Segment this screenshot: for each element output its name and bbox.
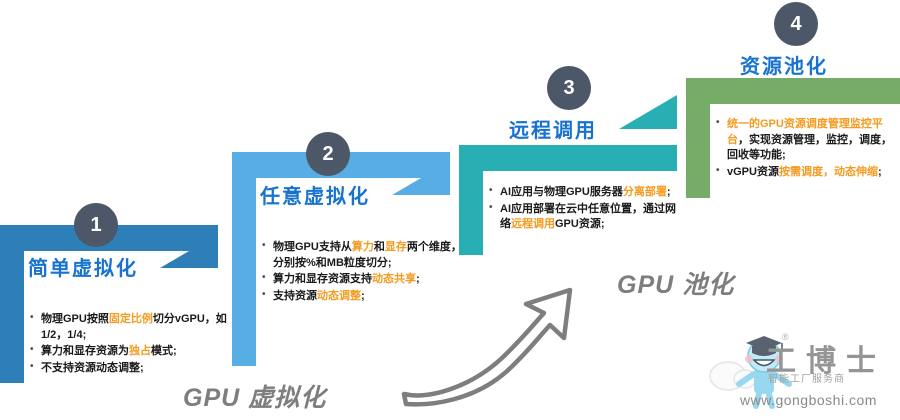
- step-3-badge: 3: [547, 66, 591, 110]
- bullet-item: vGPU资源按需调度，动态伸缩;: [716, 164, 900, 181]
- bullet-text: GPU资源;: [555, 218, 605, 231]
- bullet-item: 支持资源动态调整;: [262, 288, 462, 305]
- bullet-text: 和: [373, 241, 385, 253]
- bullet-item: 物理GPU支持从算力和显存两个维度，分别按%和MB粒度切分;: [262, 239, 462, 271]
- step-2-number: 2: [322, 143, 334, 165]
- bullet-text: vGPU资源: [727, 165, 779, 178]
- bullet-text: AI应用部署在云中任意位置，通过网络: [500, 202, 676, 231]
- step-1-number: 1: [90, 214, 102, 236]
- bullet-highlight: 算力: [351, 241, 374, 253]
- bullet-text: 两个维度，分别按%和MB粒度切分;: [273, 241, 462, 269]
- brand-tagline: 智能工厂服务商: [768, 374, 845, 385]
- bullet-text: 算力和显存资源支持: [273, 273, 372, 286]
- step-2: [232, 152, 462, 367]
- bullet-highlight: 动态调整: [317, 289, 361, 302]
- bullet-item: AI应用部署在云中任意位置，通过网络远程调用GPU资源;: [489, 201, 685, 233]
- bullet-text: ，实现资源管理，监控，调度，回收等功能;: [727, 133, 892, 162]
- bullet-highlight: 动态共享: [372, 273, 416, 286]
- registered-mark: ®: [782, 332, 789, 342]
- step-3-number: 3: [563, 77, 575, 99]
- bullet-text: AI应用与物理GPU服务器: [500, 186, 623, 198]
- bullet-text: ;: [877, 165, 882, 178]
- step-1-title: 简单虚拟化: [28, 258, 138, 280]
- brand-name-cn: 工博士: [766, 345, 886, 378]
- bullet-highlight: 独占: [129, 345, 151, 358]
- growth-arrow: [401, 287, 573, 407]
- bullet-text: 物理GPU按照: [41, 313, 109, 325]
- step-4-number: 4: [790, 13, 802, 35]
- step-4-top-bar: [686, 78, 900, 104]
- step-3-bullets: AI应用与物理GPU服务器分离部署;AI应用部署在云中任意位置，通过网络远程调用…: [489, 184, 685, 234]
- bullet-highlight: 统一的GPU资源调度管理监控平台: [727, 118, 883, 146]
- bullet-item: 统一的GPU资源调度管理监控平台，实现资源管理，监控，调度，回收等功能;: [716, 116, 900, 164]
- step-1-bullets: 物理GPU按照固定比例切分vGPU，如1/2，1/4;算力和显存资源为独占模式;…: [30, 311, 230, 377]
- bullet-text: 算力和显存资源为: [41, 345, 129, 358]
- step-3-title: 远程调用: [509, 120, 597, 142]
- step-2-title: 任意虚拟化: [260, 186, 370, 208]
- step-1-bullet-list: 物理GPU按照固定比例切分vGPU，如1/2，1/4;算力和显存资源为独占模式;…: [30, 311, 230, 377]
- bullet-text: ;: [666, 186, 671, 198]
- bullet-text: ;: [416, 273, 420, 286]
- step-1-badge: 1: [74, 203, 118, 247]
- step-4-bullets: 统一的GPU资源调度管理监控平台，实现资源管理，监控，调度，回收等功能;vGPU…: [716, 116, 900, 181]
- step-3-bullet-list: AI应用与物理GPU服务器分离部署;AI应用部署在云中任意位置，通过网络远程调用…: [489, 184, 685, 233]
- step-3-ramp: [619, 95, 677, 129]
- bullet-item: 物理GPU按照固定比例切分vGPU，如1/2，1/4;: [30, 311, 230, 343]
- step-4-bullet-list: 统一的GPU资源调度管理监控平台，实现资源管理，监控，调度，回收等功能;vGPU…: [716, 116, 900, 181]
- step-1-ramp: [160, 234, 218, 268]
- bullet-highlight: 固定比例: [108, 313, 153, 325]
- step-4: [686, 78, 900, 198]
- step-4-left-bar: [686, 104, 710, 198]
- step-4-badge: 4: [774, 2, 818, 46]
- brand-url[interactable]: www.gongboshi.com: [740, 392, 877, 408]
- bullet-text: 切分vGPU，如1/2，1/4;: [41, 313, 227, 341]
- mascot-icon: [709, 336, 792, 409]
- bullet-item: 算力和显存资源支持动态共享;: [262, 271, 462, 288]
- bullet-highlight: 远程调用: [511, 218, 555, 231]
- bullet-highlight: 按需调度，动态伸缩: [778, 165, 878, 178]
- bullet-text: 模式;: [151, 345, 177, 358]
- bullet-item: 算力和显存资源为独占模式;: [30, 343, 230, 360]
- caption-gpu-virtualization: GPU 虚拟化: [183, 384, 327, 412]
- step-2-ramp: [392, 161, 450, 195]
- bullet-text: 不支持资源动态调整;: [41, 361, 144, 374]
- step-1-left-bar: [0, 251, 24, 383]
- bullet-item: AI应用与物理GPU服务器分离部署;: [489, 184, 685, 201]
- bullet-text: 支持资源: [273, 289, 317, 302]
- bullet-highlight: 显存: [384, 241, 407, 253]
- step-2-left-bar: [232, 178, 256, 366]
- bullet-highlight: 分离部署: [622, 186, 667, 198]
- bullet-item: 不支持资源动态调整;: [30, 360, 230, 377]
- step-3: [459, 145, 689, 255]
- step-3-top-bar: [459, 145, 677, 171]
- step-2-bullets: 物理GPU支持从算力和显存两个维度，分别按%和MB粒度切分;算力和显存资源支持动…: [262, 239, 462, 305]
- watermark-logo: ® 工博士 智能工厂服务商 www.gongboshi.com: [706, 330, 898, 418]
- bullet-text: 物理GPU支持从: [273, 241, 352, 253]
- step-2-bullet-list: 物理GPU支持从算力和显存两个维度，分别按%和MB粒度切分;算力和显存资源支持动…: [262, 239, 462, 305]
- bullet-text: ;: [361, 289, 365, 302]
- step-4-title: 资源池化: [740, 56, 828, 78]
- step-3-left-bar: [459, 171, 483, 255]
- step-2-badge: 2: [306, 132, 350, 176]
- caption-gpu-pooling: GPU 池化: [617, 271, 735, 299]
